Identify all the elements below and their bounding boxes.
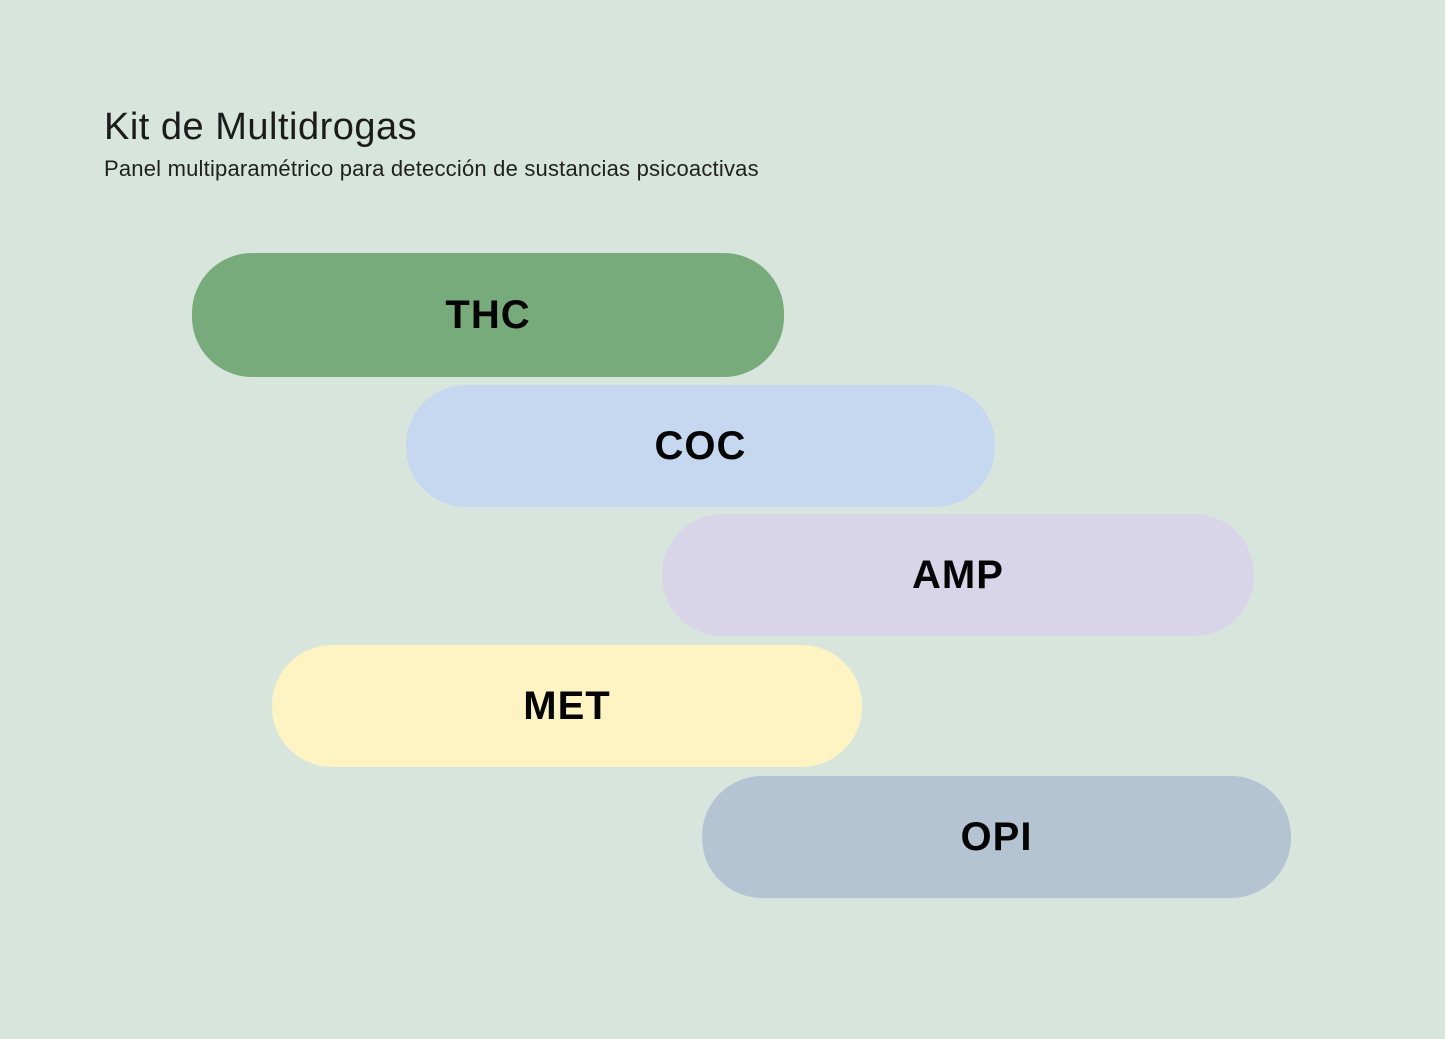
panel-label-thc: THC [445, 292, 531, 337]
panel-bar-thc: THC [192, 253, 784, 377]
panel-label-met: MET [523, 683, 611, 728]
panel-label-amp: AMP [912, 552, 1004, 597]
page-title: Kit de Multidrogas [104, 106, 418, 148]
panel-label-coc: COC [654, 423, 747, 468]
panel-label-opi: OPI [960, 814, 1033, 859]
page-subtitle: Panel multiparamétrico para detección de… [104, 155, 759, 181]
header: Kit de Multidrogas Panel multiparamétric… [104, 106, 759, 182]
panel-bar-coc: COC [406, 385, 995, 507]
panel-bar-amp: AMP [662, 514, 1254, 636]
panel-bar-met: MET [272, 645, 862, 767]
panel-bar-opi: OPI [702, 776, 1291, 898]
